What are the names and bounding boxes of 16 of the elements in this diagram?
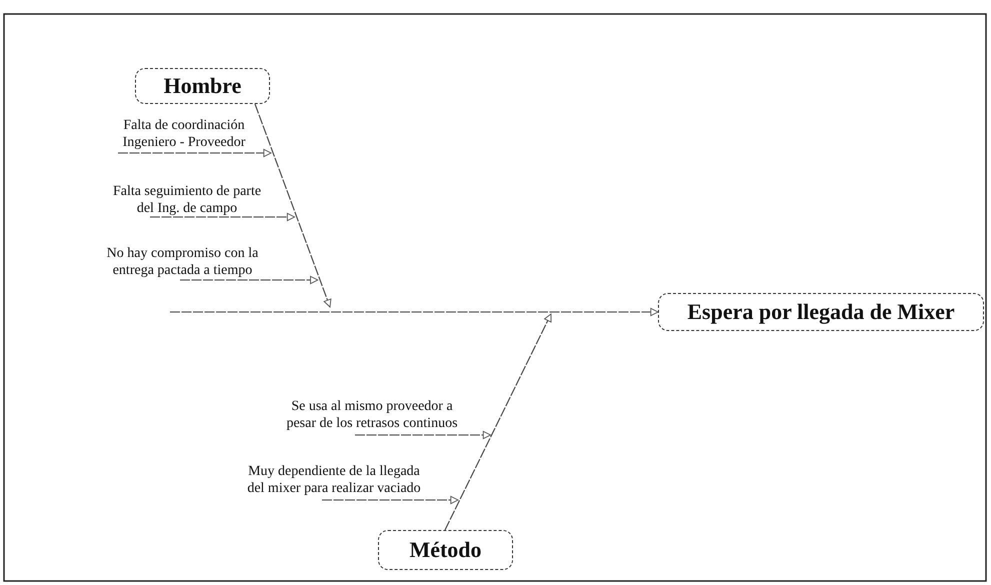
effect-box: Espera por llegada de Mixer <box>658 293 984 331</box>
arrow <box>254 104 332 308</box>
arrow <box>180 276 318 284</box>
category-box: Método <box>378 530 513 570</box>
arrow <box>444 314 552 530</box>
category-box: Hombre <box>135 68 270 104</box>
cause-text: No hay compromiso con la entrega pactada a tiempo <box>106 245 260 279</box>
arrow <box>170 308 658 316</box>
arrow <box>118 148 272 158</box>
cause-text: Falta de coordinación Ingeniero - Proveedor <box>122 117 246 151</box>
arrow <box>322 496 458 504</box>
cause-text: Muy dependiente de la llegada del mixer para realizar vaciado <box>246 463 422 497</box>
cause-text: Se usa al mismo proveedor a pesar de los retrasos continuos <box>285 398 459 432</box>
cause-text: Falta seguimiento de parte del Ing. de campo <box>112 183 262 217</box>
arrow <box>355 430 491 440</box>
arrow <box>150 212 295 222</box>
